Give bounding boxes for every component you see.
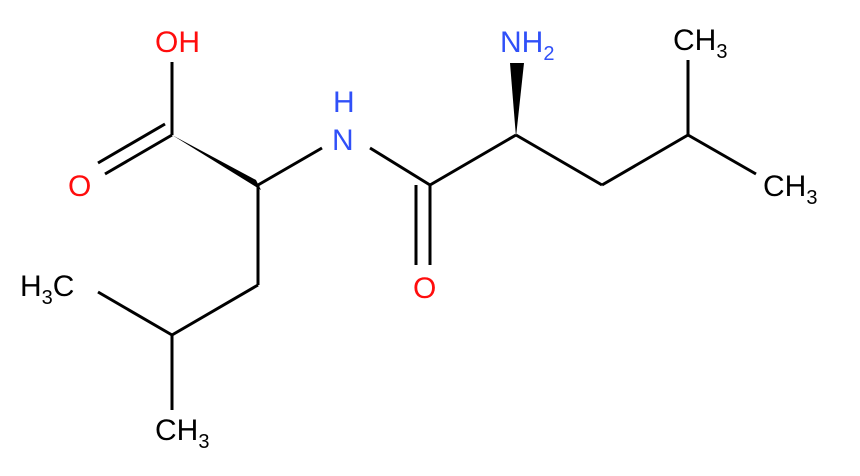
methyl-bottom-label: CH3 bbox=[155, 414, 209, 453]
methyl-bottom-ch: CH bbox=[155, 414, 198, 447]
bond-cg-ch3-right bbox=[687, 133, 757, 176]
methyl-right-ch: CH bbox=[763, 170, 806, 203]
amide-hydrogen-label: H bbox=[333, 86, 355, 119]
methyl-left-c: C bbox=[53, 270, 75, 303]
bond-cb-cg bbox=[171, 283, 259, 337]
bond-nh-c-amide bbox=[369, 146, 431, 187]
carbonyl-oxygen-label: O bbox=[68, 170, 91, 203]
methyl-left-subscript: 3 bbox=[42, 287, 53, 309]
bond-cg-ch3-left bbox=[97, 290, 173, 337]
methyl-right-subscript: 3 bbox=[806, 187, 817, 209]
methyl-right-label: CH3 bbox=[763, 170, 817, 209]
methyl-top-right-subscript: 3 bbox=[716, 41, 727, 63]
methyl-top-right-ch: CH bbox=[673, 24, 716, 57]
amino-nh: NH bbox=[500, 26, 543, 59]
methyl-left-label: H3C bbox=[20, 270, 74, 309]
amide-nitrogen-label: N bbox=[332, 124, 354, 157]
amino-subscript: 2 bbox=[543, 43, 554, 65]
bond-ca-nh bbox=[257, 146, 323, 187]
wedge-bond-amino bbox=[510, 63, 524, 137]
hydroxyl-label: OH bbox=[155, 26, 200, 59]
methyl-bottom-subscript: 3 bbox=[198, 431, 209, 453]
bond-c-o-double-b bbox=[97, 122, 166, 165]
bond-cb-cg-right bbox=[601, 133, 689, 187]
amino-group-label: NH2 bbox=[500, 26, 554, 65]
methyl-top-right-label: CH3 bbox=[673, 24, 727, 63]
methyl-left-h: H bbox=[20, 270, 42, 303]
wedge-bond-carboxyl bbox=[172, 135, 261, 190]
bond-ca-cb-right bbox=[515, 133, 603, 187]
bond-c-amide-ca bbox=[429, 133, 517, 187]
bond-c-o-double-a bbox=[104, 133, 173, 176]
amide-oxygen-label: O bbox=[413, 272, 436, 305]
